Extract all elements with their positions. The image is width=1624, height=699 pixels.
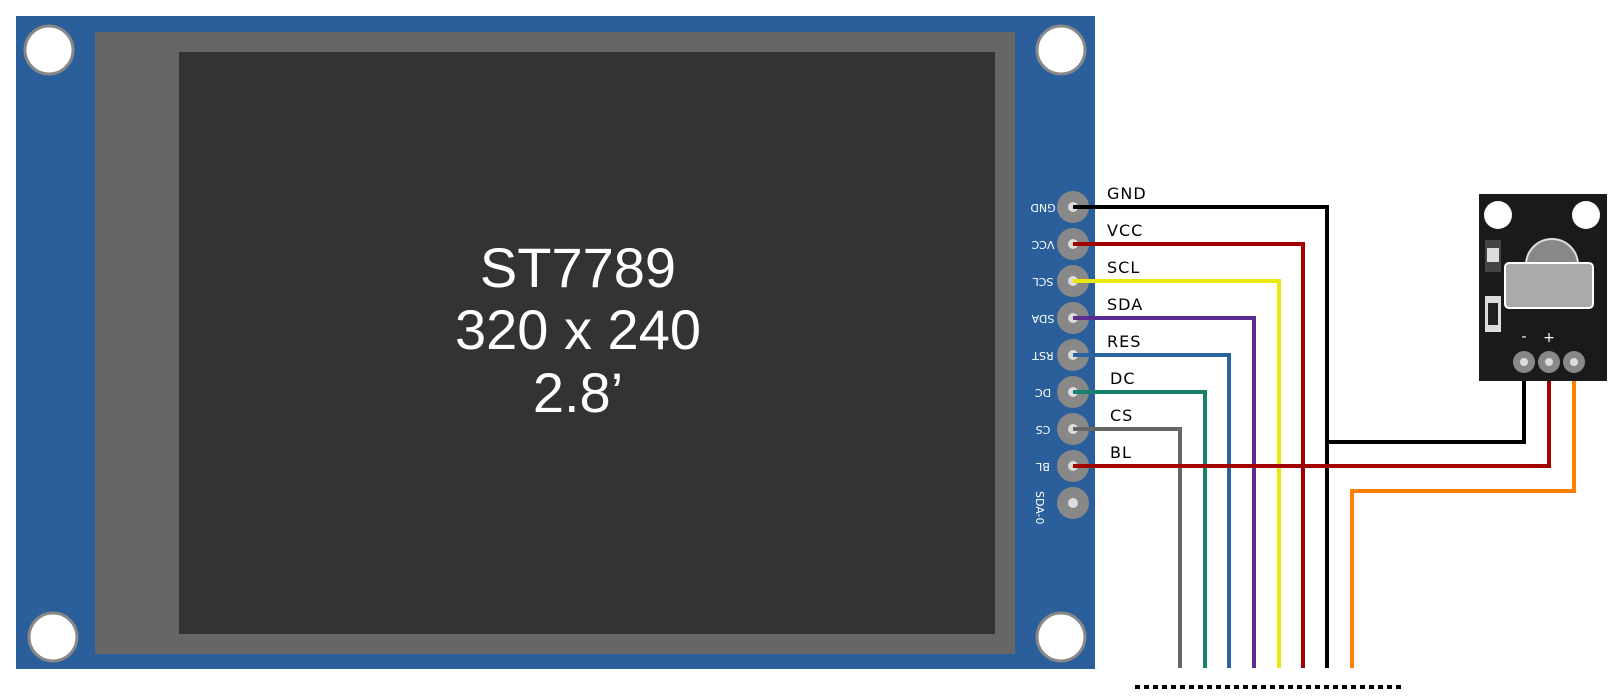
wire-label-sda: SDA (1107, 295, 1143, 314)
board-label-gnd: GND (1030, 201, 1055, 214)
screen-title-line3: 2.8’ (533, 361, 623, 424)
wire-label-vcc: VCC (1107, 221, 1143, 240)
mounting-hole-bottom-right (1035, 611, 1087, 663)
wire-labels: GND VCC SCL SDA RES DC CS BL (1107, 184, 1147, 462)
wire-vcc (1073, 242, 1305, 668)
sensor-pin-gnd-center (1520, 358, 1528, 366)
display-pin-center (1068, 498, 1078, 508)
wire-gnd (1073, 205, 1329, 668)
sensor-pin-signal-center (1570, 358, 1578, 366)
sensor-smd-pad-1 (1487, 248, 1499, 262)
wire-res (1073, 353, 1231, 668)
screen-title-line1: ST7789 (480, 236, 676, 299)
board-label-scl: SCL (1032, 275, 1054, 288)
mounting-hole-top-left (23, 24, 75, 76)
wire-dc (1073, 390, 1207, 668)
board-label-dc: DC (1035, 386, 1051, 399)
wire-label-cs: CS (1110, 406, 1133, 425)
ir-receiver-dome (1525, 238, 1579, 266)
wire-bl (1073, 362, 1551, 468)
screen-title-line2: 320 x 240 (455, 298, 701, 361)
screen-area (179, 52, 995, 634)
wire-label-bl: BL (1110, 443, 1132, 462)
wire-cs (1073, 427, 1182, 668)
sensor-minus-label: - (1521, 329, 1526, 345)
board-label-sda: SDA (1031, 312, 1054, 325)
board-pin-labels: GND VCC SCL SDA RST DC CS BL SDA-0 (1030, 201, 1055, 525)
sensor-hole-right (1572, 201, 1600, 229)
sensor-plus-label: + (1543, 330, 1555, 346)
board-label-cs: CS (1036, 423, 1051, 436)
board-label-sda-0: SDA-0 (1033, 491, 1046, 525)
wire-scl (1073, 279, 1281, 668)
mounting-hole-top-right (1035, 24, 1087, 76)
board-label-rst: RST (1032, 349, 1054, 362)
wires (1073, 205, 1576, 668)
wire-label-dc: DC (1110, 369, 1136, 388)
board-label-bl: BL (1035, 460, 1050, 473)
wire-sda (1073, 316, 1256, 668)
wire-label-gnd: GND (1107, 184, 1147, 203)
mounting-hole-bottom-left (27, 611, 79, 663)
wire-signal-out (1350, 362, 1576, 668)
display-module: ST7789 320 x 240 2.8’ GND VCC SCL SDA RST DC C… (16, 16, 1095, 669)
ir-receiver-module: - + (1479, 194, 1607, 381)
sensor-smd-pad-2 (1488, 303, 1498, 325)
wire-label-scl: SCL (1107, 258, 1140, 277)
wire-gnd-sensor (1327, 362, 1526, 444)
board-label-vcc: VCC (1031, 238, 1054, 251)
sensor-hole-left (1484, 201, 1512, 229)
sensor-pin-vcc-center (1545, 358, 1553, 366)
wire-label-res: RES (1107, 332, 1141, 351)
ir-receiver-body (1504, 262, 1594, 309)
